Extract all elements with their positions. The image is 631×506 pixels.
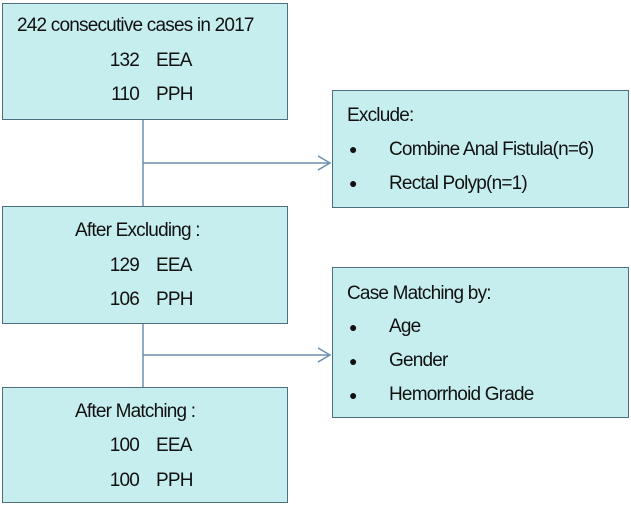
after-excluding-title: After Excluding : bbox=[75, 220, 201, 241]
exclude-title: Exclude: bbox=[347, 105, 414, 126]
initial-eea-count: 132 bbox=[109, 50, 140, 71]
matching-item-gender: Gender bbox=[389, 350, 448, 371]
case-matching-box: Case Matching by: ● Age ● Gender ● Hemor… bbox=[332, 267, 629, 418]
initial-eea-label: EEA bbox=[156, 50, 192, 71]
matched-pph-count: 100 bbox=[109, 470, 140, 491]
matching-bullet-3: ● bbox=[349, 387, 358, 403]
matching-item-hemorrhoid-grade: Hemorrhoid Grade bbox=[389, 384, 534, 405]
matching-bullet-2: ● bbox=[349, 353, 358, 369]
after-matching-box: After Matching : 100 EEA 100 PPH bbox=[2, 387, 288, 503]
arrowhead-matching bbox=[317, 347, 332, 363]
exclude-bullet-1: ● bbox=[349, 141, 358, 157]
arrowhead-exclude bbox=[317, 155, 332, 171]
exclude-item-1: Combine Anal Fistula(n=6) bbox=[389, 139, 594, 160]
matching-item-age: Age bbox=[389, 316, 421, 337]
after-matching-title: After Matching : bbox=[75, 401, 196, 422]
excluded-pph-count: 106 bbox=[109, 289, 140, 310]
matched-eea-count: 100 bbox=[109, 435, 140, 456]
matching-bullet-1: ● bbox=[349, 319, 358, 335]
excluded-eea-label: EEA bbox=[156, 255, 192, 276]
case-matching-title: Case Matching by: bbox=[347, 283, 492, 304]
exclude-item-2: Rectal Polyp(n=1) bbox=[389, 173, 528, 194]
initial-cases-title: 242 consecutive cases in 2017 bbox=[17, 15, 254, 36]
after-excluding-box: After Excluding : 129 EEA 106 PPH bbox=[2, 206, 288, 324]
exclude-box: Exclude: ● Combine Anal Fistula(n=6) ● R… bbox=[332, 90, 629, 208]
initial-pph-count: 110 bbox=[111, 84, 140, 105]
initial-pph-label: PPH bbox=[156, 84, 193, 105]
matched-eea-label: EEA bbox=[156, 435, 192, 456]
exclude-bullet-2: ● bbox=[349, 175, 358, 191]
excluded-eea-count: 129 bbox=[109, 255, 140, 276]
excluded-pph-label: PPH bbox=[156, 289, 193, 310]
initial-cases-box: 242 consecutive cases in 2017 132 EEA 11… bbox=[2, 3, 288, 120]
matched-pph-label: PPH bbox=[156, 470, 193, 491]
